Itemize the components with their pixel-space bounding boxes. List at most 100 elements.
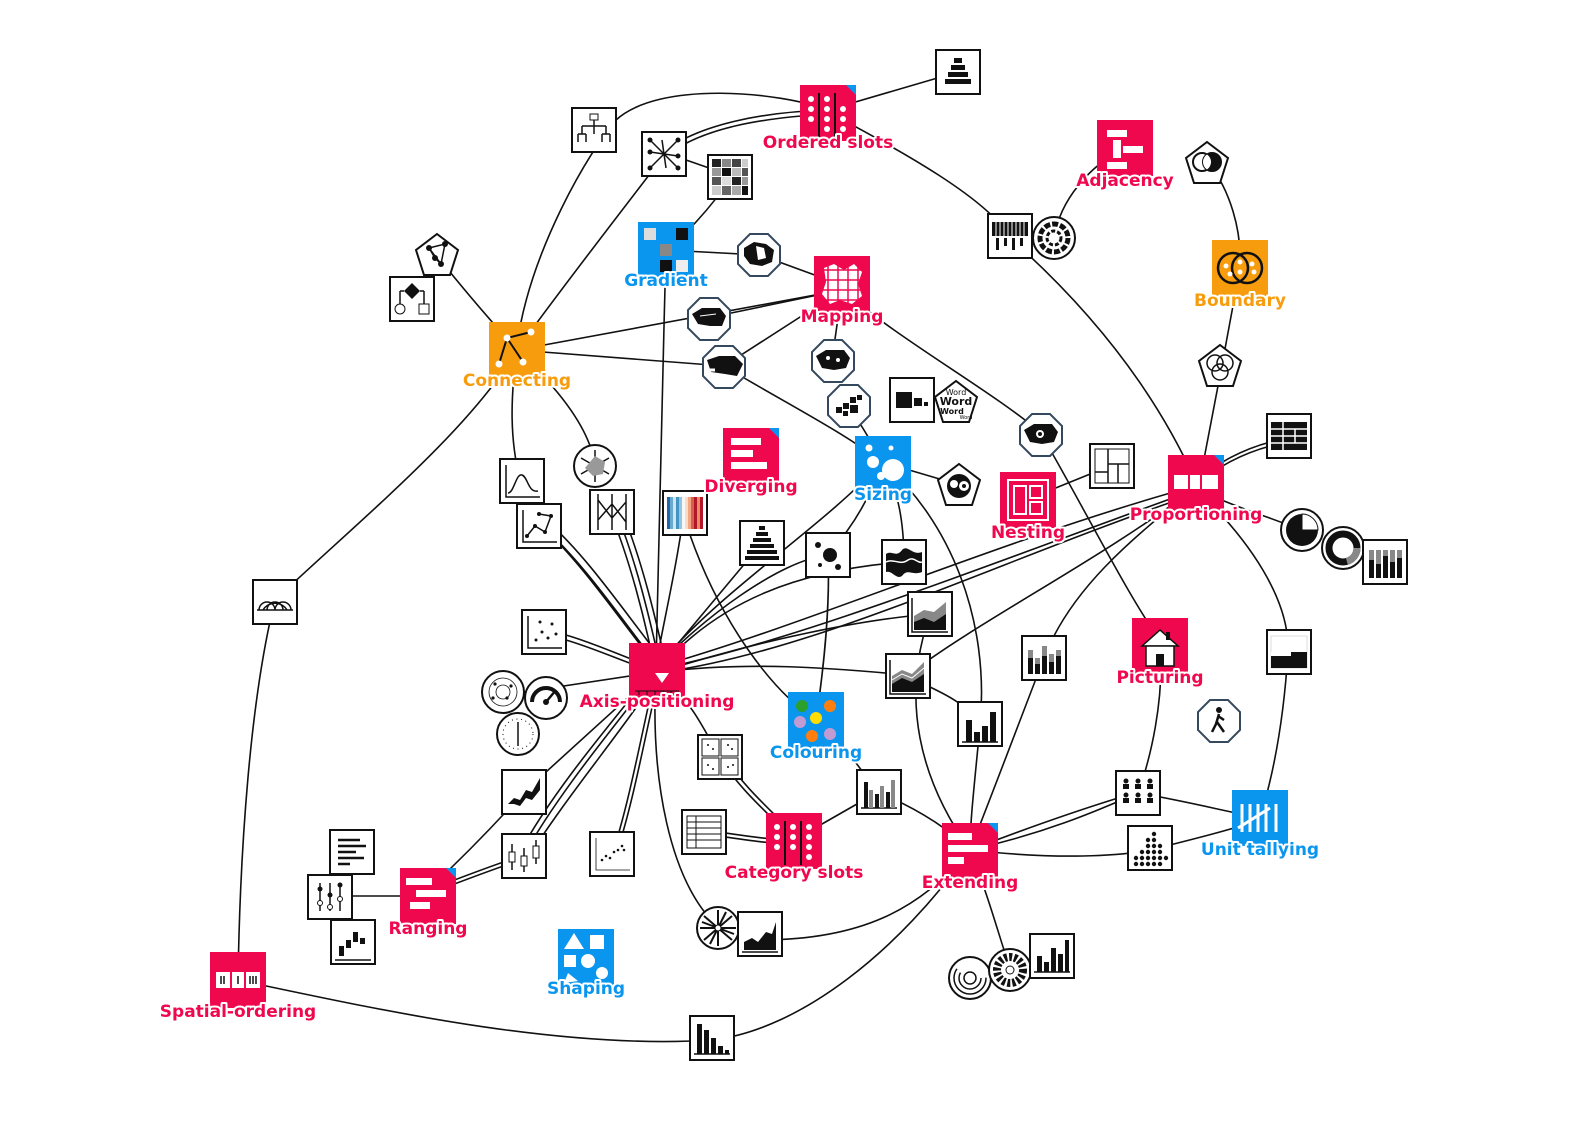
edge [655,249,667,666]
bar-chart-icon [957,701,1003,747]
hub-axis-positioning[interactable]: Axis-positioning [578,643,736,714]
hub-category-slots[interactable]: Category slots [723,813,865,885]
hub-mapping[interactable]: Mapping [799,256,885,329]
us-map-octagon-icon [737,233,781,277]
proportioning-icon [1168,455,1224,511]
pedestrian-sign-icon [1197,699,1241,743]
sizing-icon [855,436,911,492]
hub-label: Proportioning [1130,505,1263,525]
edge [654,671,717,926]
connecting-icon [489,322,545,378]
edge [711,849,971,1041]
hub-label: Picturing [1116,668,1203,688]
hub-label: Ranging [389,919,468,939]
hub-layer: Ordered slots Adjacency Bound [158,85,1321,1024]
axis-positioning-icon [629,643,685,699]
box-plot-icon [501,833,547,879]
waterfall-chart-icon [330,919,376,965]
hub-label: Colouring [770,743,862,763]
hub-label: Boundary [1194,291,1286,311]
stacked-area-icon [907,591,953,637]
small-multiples-scatter-icon [697,734,743,780]
spatial-ordering-icon [210,952,266,1008]
hub-unit-tallying[interactable]: Unit tallying [1199,790,1321,862]
gradient-icon [638,222,694,278]
connected-scatter-icon [516,503,562,549]
edge [516,349,725,367]
tree-hierarchy-icon [571,107,617,153]
sorted-bar-icon [689,1015,735,1061]
radial-bar-icon [696,906,740,950]
chart-icon-layer: Word Word Word Word [252,49,1408,1061]
unit-tallying-icon [1232,790,1288,846]
venn-diagram-icon [1197,343,1243,387]
treemap-icon [889,377,935,423]
hub-label: Sizing [854,485,912,505]
flowchart-icon [389,276,435,322]
spiral-chart-icon [948,956,992,1000]
pyramid-chart-icon [935,49,981,95]
hub-connecting[interactable]: Connecting [461,322,573,393]
heatmap-icon [707,154,753,200]
boundary-icon [1212,240,1268,296]
edge [237,599,276,981]
bar-chart-icon [1029,933,1075,979]
hub-extending[interactable]: Extending [920,823,1020,895]
diverging-icon [723,428,779,484]
shaping-icon [558,929,614,985]
strip-plot-icon [589,831,635,877]
word-cloud-word: Word [940,407,964,416]
hub-shaping[interactable]: Shaping [545,929,627,1001]
stacked-bar-100-icon [1362,539,1408,585]
pie-chart-icon [1280,508,1324,552]
hub-adjacency[interactable]: Adjacency [1074,120,1176,193]
edge [237,979,713,1043]
circle-packing-icon [936,462,982,506]
hub-label: Axis-positioning [580,692,735,712]
network-graph-icon [414,232,460,276]
hub-label: Shaping [547,979,625,999]
hub-ranging[interactable]: Ranging [387,868,469,941]
treemap-grid-icon [1266,413,1312,459]
word-cloud-word: Word [946,388,967,397]
pictogram-people-icon [1115,770,1161,816]
hub-gradient[interactable]: Gradient [622,222,710,293]
edge [907,487,1196,676]
venn-diagram-icon [1184,140,1230,184]
hub-label: Extending [922,873,1019,893]
us-map-octagon-icon [811,339,855,383]
hub-spatial-ordering[interactable]: Spatial-ordering [158,952,318,1024]
radial-histogram-icon [988,948,1032,992]
edge [1009,237,1196,481]
hub-colouring[interactable]: Colouring [768,692,864,765]
calendar-heatmap-icon [987,213,1033,259]
area-chart-icon [501,769,547,815]
hub-boundary[interactable]: Boundary [1192,240,1288,313]
ordered-slots-icon [800,85,856,141]
us-map-octagon-icon [687,297,731,341]
hub-diverging[interactable]: Diverging [702,428,800,499]
hub-ordered-slots[interactable]: Ordered slots [761,85,895,155]
extending-icon [942,823,998,879]
mapping-icon [814,256,870,312]
radar-chart-icon [573,444,617,488]
hub-proportioning[interactable]: Proportioning [1128,455,1264,527]
hub-label: Mapping [801,307,884,327]
hub-label: Diverging [704,477,797,497]
hub-nesting[interactable]: Nesting [989,472,1067,545]
category-slots-icon [766,813,822,869]
edge [915,613,971,851]
warming-stripes-icon [662,490,708,536]
hub-sizing[interactable]: Sizing [852,436,914,507]
colouring-icon [788,692,844,748]
population-pyramid-icon [739,520,785,566]
scatter-plot-icon [521,609,567,655]
word-cloud-word: Word [940,395,973,408]
hub-label: Unit tallying [1201,840,1319,860]
hub-picturing[interactable]: Picturing [1114,618,1206,690]
hub-label: Spatial-ordering [160,1002,316,1022]
hub-label: Category slots [725,863,864,883]
text-list-icon [329,829,375,875]
word-cloud-icon: Word Word Word Word [933,379,979,423]
